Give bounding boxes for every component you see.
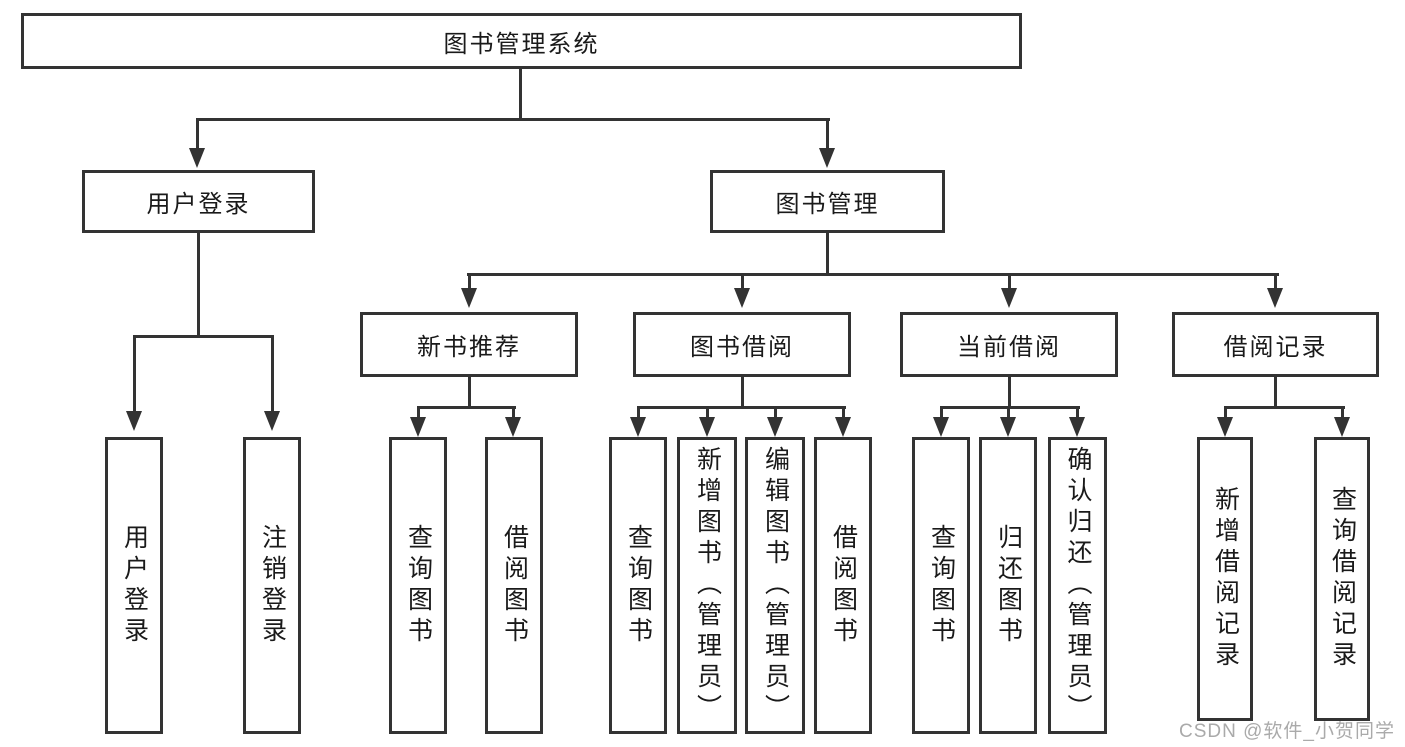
leaf-query-books-current: 查询图书 xyxy=(912,437,970,734)
leaf-user-login: 用户登录 xyxy=(105,437,163,734)
connector-line xyxy=(133,335,136,412)
arrow-down-icon xyxy=(1334,417,1350,437)
watermark: CSDN @软件_小贺同学 xyxy=(1179,721,1395,742)
arrow-down-icon xyxy=(1000,417,1016,437)
leaf-logout: 注销登录 xyxy=(243,437,301,734)
leaf-logout-label: 注销登录 xyxy=(258,523,287,648)
arrow-down-icon xyxy=(1267,288,1283,308)
leaf-add-book-admin-label: 新增图书（管理员） xyxy=(693,446,722,725)
leaf-user-login-label: 用户登录 xyxy=(120,523,149,648)
leaf-add-borrow-record: 新增借阅记录 xyxy=(1197,437,1253,721)
arrow-down-icon xyxy=(1217,417,1233,437)
arrow-down-icon xyxy=(505,417,521,437)
connector-line xyxy=(468,273,471,289)
leaf-borrow-books-borrowing: 借阅图书 xyxy=(814,437,872,734)
node-library-system: 图书管理系统 xyxy=(21,13,1022,69)
connector-line xyxy=(1008,377,1011,408)
connector-line xyxy=(468,377,471,408)
node-current-borrowing-label: 当前借阅 xyxy=(957,334,1061,361)
connector-line xyxy=(1007,406,1010,418)
connector-line xyxy=(1274,273,1277,289)
arrow-down-icon xyxy=(630,417,646,437)
arrow-down-icon xyxy=(1001,288,1017,308)
connector-line xyxy=(512,406,515,418)
connector-line xyxy=(1008,273,1011,289)
connector-line xyxy=(1224,406,1227,418)
node-library-system-label: 图书管理系统 xyxy=(443,30,600,58)
leaf-confirm-return-admin-label: 确认归还（管理员） xyxy=(1064,446,1092,725)
leaf-query-books-borrowing: 查询图书 xyxy=(609,437,667,734)
node-book-borrowing-label: 图书借阅 xyxy=(690,334,794,361)
leaf-borrow-books-recommend-label: 借阅图书 xyxy=(500,523,529,648)
node-new-book-recommend: 新书推荐 xyxy=(360,312,578,377)
arrow-down-icon xyxy=(126,411,142,431)
arrow-down-icon xyxy=(933,417,949,437)
arrow-down-icon xyxy=(835,417,851,437)
leaf-query-books-recommend: 查询图书 xyxy=(389,437,447,734)
arrow-down-icon xyxy=(461,288,477,308)
connector-line xyxy=(940,406,943,418)
node-book-management-label: 图书管理 xyxy=(775,191,880,218)
node-book-management: 图书管理 xyxy=(710,170,945,233)
connector-line xyxy=(826,118,829,150)
connector-line xyxy=(467,273,1279,276)
arrow-down-icon xyxy=(1069,417,1085,437)
arrow-down-icon xyxy=(264,411,280,431)
connector-line xyxy=(1274,377,1277,408)
connector-line xyxy=(741,377,744,408)
leaf-return-book-label: 归还图书 xyxy=(994,523,1023,648)
connector-line xyxy=(842,406,845,418)
connector-line xyxy=(196,118,199,150)
leaf-query-borrow-record: 查询借阅记录 xyxy=(1314,437,1370,721)
connector-line xyxy=(133,335,274,338)
connector-line xyxy=(1341,406,1344,418)
leaf-borrow-books-borrowing-label: 借阅图书 xyxy=(829,523,858,648)
connector-line xyxy=(940,406,1080,409)
node-new-book-recommend-label: 新书推荐 xyxy=(417,334,521,361)
leaf-edit-book-admin: 编辑图书（管理员） xyxy=(745,437,805,734)
connector-line xyxy=(706,406,709,418)
leaf-query-books-recommend-label: 查询图书 xyxy=(404,523,433,648)
leaf-query-books-current-label: 查询图书 xyxy=(927,523,956,648)
node-book-borrowing: 图书借阅 xyxy=(633,312,851,377)
connector-line xyxy=(1076,406,1079,418)
connector-line xyxy=(196,118,830,121)
connector-line xyxy=(519,69,522,118)
leaf-query-borrow-record-label: 查询借阅记录 xyxy=(1328,486,1357,672)
leaf-query-books-borrowing-label: 查询图书 xyxy=(624,523,653,648)
leaf-confirm-return-admin: 确认归还（管理员） xyxy=(1048,437,1107,734)
node-borrowing-records: 借阅记录 xyxy=(1172,312,1379,377)
leaf-borrow-books-recommend: 借阅图书 xyxy=(485,437,543,734)
connector-line xyxy=(417,406,420,418)
node-user-login-label: 用户登录 xyxy=(146,191,251,218)
connector-line xyxy=(637,406,846,409)
arrow-down-icon xyxy=(819,148,835,168)
arrow-down-icon xyxy=(734,288,750,308)
connector-line xyxy=(197,233,200,335)
connector-line xyxy=(1224,406,1345,409)
leaf-return-book: 归还图书 xyxy=(979,437,1037,734)
leaf-add-borrow-record-label: 新增借阅记录 xyxy=(1211,486,1240,672)
arrow-down-icon xyxy=(699,417,715,437)
node-user-login: 用户登录 xyxy=(82,170,315,233)
connector-line xyxy=(741,273,744,289)
connector-line xyxy=(271,335,274,412)
connector-line xyxy=(637,406,640,418)
connector-line xyxy=(774,406,777,418)
leaf-edit-book-admin-label: 编辑图书（管理员） xyxy=(761,446,790,725)
node-borrowing-records-label: 借阅记录 xyxy=(1223,334,1328,361)
connector-line xyxy=(417,406,516,409)
leaf-add-book-admin: 新增图书（管理员） xyxy=(677,437,737,734)
node-current-borrowing: 当前借阅 xyxy=(900,312,1118,377)
arrow-down-icon xyxy=(410,417,426,437)
arrow-down-icon xyxy=(189,148,205,168)
connector-line xyxy=(826,233,829,276)
arrow-down-icon xyxy=(767,417,783,437)
